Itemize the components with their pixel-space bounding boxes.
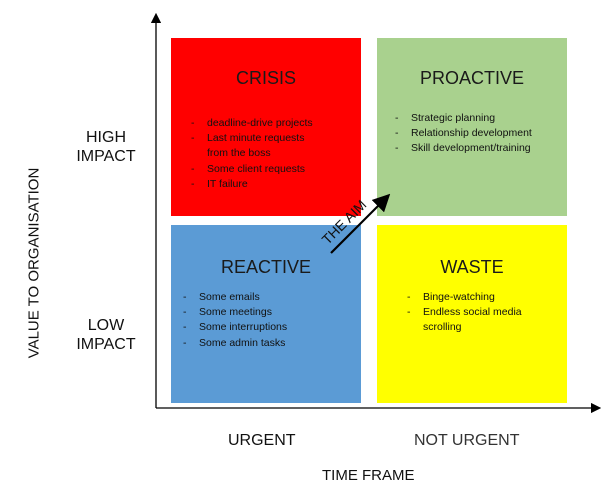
quadrant-crisis: CRISIS deadline-drive projects Last minu… — [171, 38, 361, 216]
quadrant-proactive: PROACTIVE Strategic planning Relationshi… — [377, 38, 567, 216]
row-label-high-impact: HIGH IMPACT — [62, 128, 150, 166]
list-item: Strategic planning — [395, 111, 532, 126]
quadrant-proactive-title: PROACTIVE — [419, 68, 525, 88]
col-label-not-urgent: NOT URGENT — [414, 432, 520, 449]
x-axis-title: TIME FRAME — [322, 467, 415, 484]
quadrant-waste: WASTE Binge-watching Endless social medi… — [377, 225, 567, 403]
row-label-low-line1: LOW — [87, 317, 125, 334]
list-item: Some admin tasks — [183, 336, 287, 351]
row-label-low-impact: LOW IMPACT — [62, 316, 150, 354]
list-item: Last minute requests — [191, 131, 313, 146]
list-item: Relationship development — [395, 126, 532, 141]
row-label-high-line1: HIGH — [86, 129, 126, 146]
quadrant-waste-title: WASTE — [440, 257, 504, 277]
list-item: deadline-drive projects — [191, 116, 313, 131]
list-item: Binge-watching — [407, 290, 522, 305]
list-item-continuation: from the boss — [207, 147, 271, 160]
list-item: Some interruptions — [183, 320, 287, 335]
list-item: Some client requests — [191, 162, 313, 177]
quadrant-reactive-list: Some emails Some meetings Some interrupt… — [183, 290, 287, 351]
row-label-low-line2: IMPACT — [76, 336, 136, 353]
quadrant-crisis-title: CRISIS — [235, 68, 296, 88]
quadrant-reactive: REACTIVE Some emails Some meetings Some … — [171, 225, 361, 403]
quadrant-proactive-list: Strategic planning Relationship developm… — [395, 111, 532, 157]
col-label-urgent: URGENT — [228, 432, 296, 449]
quadrant-reactive-title: REACTIVE — [220, 257, 312, 277]
list-item: Some emails — [183, 290, 287, 305]
quadrant-waste-list: Binge-watching Endless social media scro… — [407, 290, 522, 336]
list-item: Endless social media — [407, 305, 522, 320]
y-axis-title: VALUE TO ORGANISATION — [25, 167, 43, 359]
list-item: IT failure — [191, 177, 313, 192]
row-label-high-line2: IMPACT — [76, 148, 136, 165]
list-item: Some meetings — [183, 305, 287, 320]
list-item-continuation: scrolling — [423, 321, 462, 334]
list-item: Skill development/training — [395, 141, 532, 156]
quadrant-crisis-list: deadline-drive projects Last minute requ… — [191, 116, 313, 192]
